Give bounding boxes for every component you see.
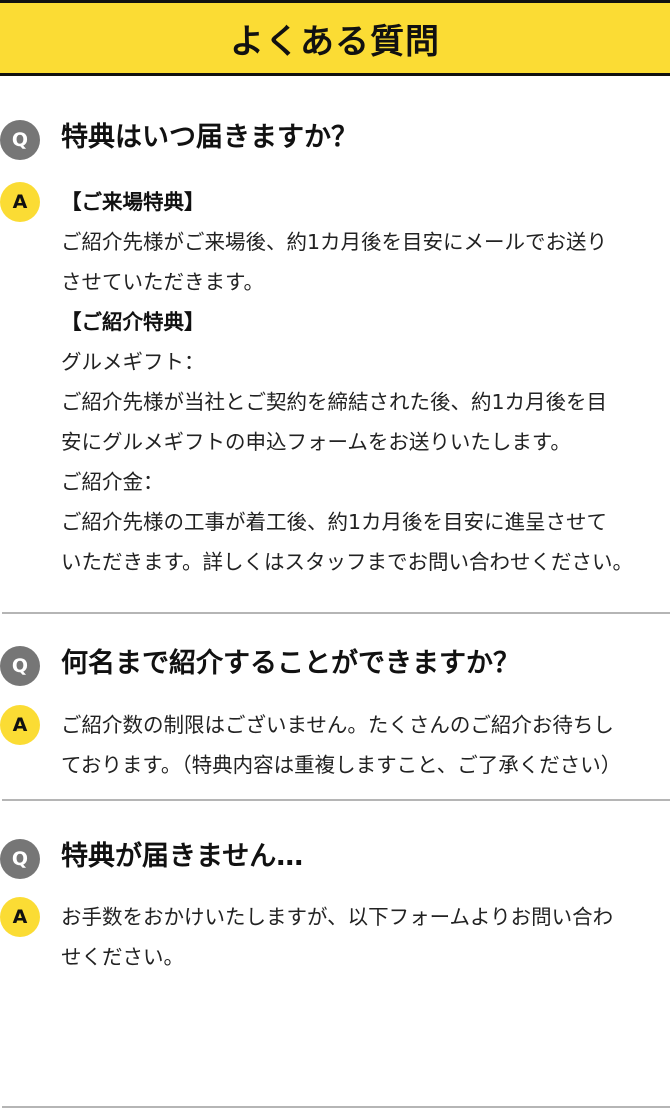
question-text: 特典が届きません… [61, 841, 304, 872]
answer-line: 安にグルメギフトの申込フォームをお送りいたします。 [61, 430, 571, 454]
answer-line: ご紹介先様がご来場後、約1カ月後を目安にメールでお送り [61, 230, 608, 254]
page-title: よくある質問 [230, 21, 440, 62]
divider [2, 799, 670, 801]
question-text: 特典はいつ届きますか？ [61, 122, 358, 153]
question-badge: Q [0, 120, 40, 160]
divider [2, 1106, 670, 1108]
answer-badge: A [0, 897, 40, 937]
question-badge: Q [0, 839, 40, 879]
answer-text: ご紹介数の制限はございません。たくさんのご紹介お待ちし ております。（特典内容は… [61, 705, 670, 785]
answer-line: させていただきます。 [61, 270, 264, 294]
divider [2, 612, 670, 614]
answer-text: 【ご来場特典】 ご紹介先様がご来場後、約1カ月後を目安にメールでお送り させてい… [61, 182, 670, 582]
answer-line: いただきます。詳しくはスタッフまでお問い合わせください。 [61, 550, 633, 574]
question-badge: Q [0, 646, 40, 686]
answer-heading-referral: 【ご紹介特典】 [61, 310, 205, 334]
answer-line: ご紹介数の制限はございません。たくさんのご紹介お待ちし [61, 713, 614, 737]
answer-line: ご紹介先様の工事が着工後、約1カ月後を目安に進呈させて [61, 510, 608, 534]
question-text: 何名まで紹介することができますか？ [61, 648, 520, 679]
faq-header: よくある質問 [0, 0, 670, 76]
answer-line: ております。（特典内容は重複しますこと、ご了承ください） [61, 753, 622, 777]
answer-line: ご紹介先様が当社とご契約を締結された後、約1カ月後を目 [61, 390, 608, 414]
answer-line: せください。 [61, 945, 184, 969]
answer-heading-visit: 【ご来場特典】 [61, 190, 205, 214]
answer-badge: A [0, 182, 40, 222]
answer-line: グルメギフト： [61, 350, 205, 374]
answer-line: ご紹介金： [61, 470, 164, 494]
answer-text: お手数をおかけいたしますが、以下フォームよりお問い合わ せください。 [61, 897, 670, 977]
answer-badge: A [0, 705, 40, 745]
answer-line: お手数をおかけいたしますが、以下フォームよりお問い合わ [61, 905, 614, 929]
